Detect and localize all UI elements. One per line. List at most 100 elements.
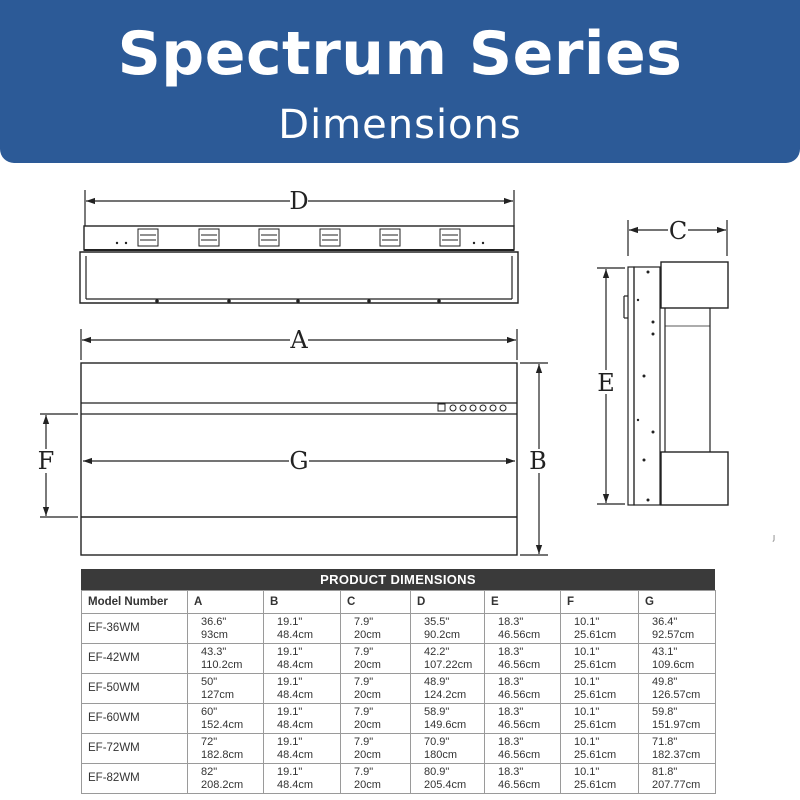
dimension-cell: 7.9"20cm xyxy=(340,703,411,734)
inch-value: 59.8" xyxy=(652,706,678,718)
dimension-cell: 10.1"25.61cm xyxy=(560,613,639,644)
inch-value: 58.9" xyxy=(424,706,450,718)
column-header: G xyxy=(638,590,716,614)
inch-value: 42.2" xyxy=(424,646,450,658)
inch-value: 50" xyxy=(201,676,218,688)
inch-value: 18.3" xyxy=(498,676,524,688)
dimension-cell: 80.9"205.4cm xyxy=(410,763,485,794)
dimension-cell: 7.9"20cm xyxy=(340,673,411,704)
dimension-cell: 59.8"151.97cm xyxy=(638,703,716,734)
page-title: Spectrum Series xyxy=(117,19,683,89)
inch-value: 43.1" xyxy=(652,646,678,658)
inch-value: 18.3" xyxy=(498,736,524,748)
cm-value: 205.4cm xyxy=(424,778,467,791)
control-panel xyxy=(437,403,507,412)
cm-value: 124.2cm xyxy=(424,688,467,701)
dimension-cell: 18.3"46.56cm xyxy=(484,733,561,764)
side-view xyxy=(597,220,729,506)
column-header: E xyxy=(484,590,561,614)
dimension-cell: 18.3"46.56cm xyxy=(484,703,561,734)
dimension-cell: 10.1"25.61cm xyxy=(560,643,639,674)
cm-value: 126.57cm xyxy=(652,688,701,701)
inch-value: 18.3" xyxy=(498,706,524,718)
dimension-cell: 10.1"25.61cm xyxy=(560,763,639,794)
model-number-cell: EF-36WM xyxy=(81,613,188,644)
dimension-cell: 60"152.4cm xyxy=(187,703,264,734)
dimension-cell: 58.9"149.6cm xyxy=(410,703,485,734)
inch-value: 18.3" xyxy=(498,766,524,778)
column-header: B xyxy=(263,590,341,614)
cm-value: 20cm xyxy=(354,718,381,731)
inch-value: 71.8" xyxy=(652,736,678,748)
dimension-cell: 19.1"48.4cm xyxy=(263,763,341,794)
dimension-cell: 19.1"48.4cm xyxy=(263,673,341,704)
inch-value: 10.1" xyxy=(574,646,600,658)
cm-value: 109.6cm xyxy=(652,658,695,671)
cm-value: 25.61cm xyxy=(574,778,617,791)
cm-value: 46.56cm xyxy=(498,718,541,731)
label-g: G xyxy=(289,447,308,475)
inch-value: 7.9" xyxy=(354,676,374,688)
dimension-cell: 18.3"46.56cm xyxy=(484,673,561,704)
top-view xyxy=(79,190,519,304)
cm-value: 25.61cm xyxy=(574,748,617,761)
label-e: E xyxy=(597,369,615,397)
cm-value: 92.57cm xyxy=(652,628,695,641)
model-number-cell: EF-82WM xyxy=(81,763,188,794)
cm-value: 127cm xyxy=(201,688,235,701)
dimension-cell: 36.4"92.57cm xyxy=(638,613,716,644)
dimension-cell: 71.8"182.37cm xyxy=(638,733,716,764)
dimension-cell: 82"208.2cm xyxy=(187,763,264,794)
label-d: D xyxy=(289,187,308,215)
cm-value: 207.77cm xyxy=(652,778,701,791)
dimension-cell: 19.1"48.4cm xyxy=(263,643,341,674)
label-f: F xyxy=(38,447,55,475)
cm-value: 20cm xyxy=(354,748,381,761)
cm-value: 208.2cm xyxy=(201,778,244,791)
inch-value: 19.1" xyxy=(277,766,303,778)
cm-value: 25.61cm xyxy=(574,658,617,671)
dimension-cell: 35.5"90.2cm xyxy=(410,613,485,644)
cm-value: 152.4cm xyxy=(201,718,244,731)
cm-value: 180cm xyxy=(424,748,458,761)
product-dimensions-table: PRODUCT DIMENSIONS Model Number A B C D … xyxy=(81,569,716,794)
inch-value: 10.1" xyxy=(574,766,600,778)
inch-value: 7.9" xyxy=(354,616,374,628)
stray-mark: J xyxy=(772,534,775,542)
inch-value: 36.4" xyxy=(652,616,678,628)
inch-value: 18.3" xyxy=(498,616,524,628)
cm-value: 48.4cm xyxy=(277,718,314,731)
inch-value: 60" xyxy=(201,706,218,718)
model-number-cell: EF-42WM xyxy=(81,643,188,674)
cm-value: 46.56cm xyxy=(498,778,541,791)
cm-value: 48.4cm xyxy=(277,688,314,701)
header-banner: Spectrum Series Dimensions xyxy=(0,0,800,163)
dimension-cell: 42.2"107.22cm xyxy=(410,643,485,674)
dimension-cell: 36.6"93cm xyxy=(187,613,264,644)
dimension-cell: 43.1"109.6cm xyxy=(638,643,716,674)
cm-value: 151.97cm xyxy=(652,718,701,731)
inch-value: 10.1" xyxy=(574,616,600,628)
dimension-cell: 10.1"25.61cm xyxy=(560,673,639,704)
table-header-row: Model Number A B C D E F G xyxy=(81,590,716,614)
dimension-cell: 7.9"20cm xyxy=(340,733,411,764)
inch-value: 18.3" xyxy=(498,646,524,658)
dimension-cell: 7.9"20cm xyxy=(340,643,411,674)
inch-value: 10.1" xyxy=(574,676,600,688)
dimension-cell: 72"182.8cm xyxy=(187,733,264,764)
dimension-cell: 43.3"110.2cm xyxy=(187,643,264,674)
dimension-cell: 50"127cm xyxy=(187,673,264,704)
inch-value: 10.1" xyxy=(574,736,600,748)
dimension-cell: 19.1"48.4cm xyxy=(263,733,341,764)
inch-value: 36.6" xyxy=(201,616,227,628)
inch-value: 81.8" xyxy=(652,766,678,778)
cm-value: 48.4cm xyxy=(277,658,314,671)
dimension-cell: 70.9"180cm xyxy=(410,733,485,764)
cm-value: 182.8cm xyxy=(201,748,244,761)
